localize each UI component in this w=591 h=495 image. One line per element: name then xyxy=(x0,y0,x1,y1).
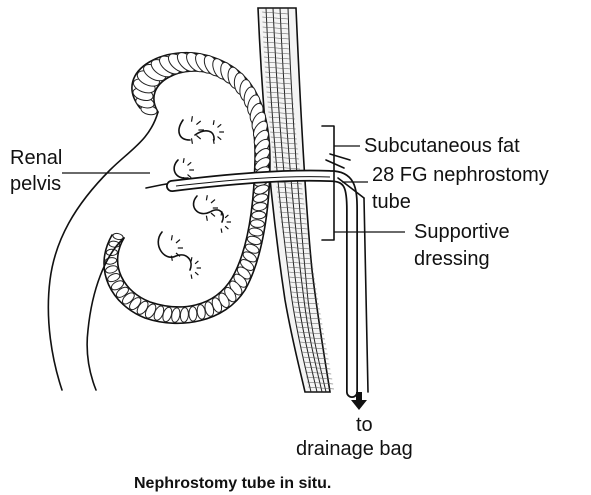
capsule-cell xyxy=(253,192,269,203)
calyx-tick xyxy=(225,226,228,229)
label-tube-line1: 28 FG nephrostomy xyxy=(372,164,549,186)
label-dressing-line2: dressing xyxy=(414,248,490,270)
calyx-tick xyxy=(188,162,192,165)
label-subcutaneous-fat: Subcutaneous fat xyxy=(364,135,520,157)
body-wall xyxy=(258,8,334,392)
calyx-tick xyxy=(176,240,180,243)
renal-pelvis xyxy=(48,112,255,390)
calyx-tick xyxy=(192,138,193,144)
calyx-tick xyxy=(183,158,184,163)
capsule-cell xyxy=(189,307,197,322)
dressing xyxy=(322,126,368,392)
calyx-tick xyxy=(192,116,193,122)
calyx-tick xyxy=(196,121,200,125)
calyx-tick xyxy=(213,139,214,144)
calyx-tick xyxy=(218,137,222,140)
calyx-tick xyxy=(191,257,192,261)
calyces xyxy=(158,116,231,279)
calyx-tick xyxy=(195,261,198,264)
calyx-tick xyxy=(221,229,222,233)
calyx-tick xyxy=(206,216,207,221)
capsule-cell xyxy=(248,227,263,237)
calyx-tick xyxy=(196,135,200,139)
calyx-tick xyxy=(221,211,222,215)
calyx-tick xyxy=(213,120,214,125)
capsule-cell xyxy=(105,264,119,274)
calyx-tick xyxy=(195,272,198,275)
calyx-tick xyxy=(218,124,222,127)
label-drain-line2: drainage bag xyxy=(296,438,413,460)
capsule-cell xyxy=(250,219,264,228)
calyx-tick xyxy=(211,213,215,216)
capsule-cell xyxy=(180,307,189,322)
calyx-tick xyxy=(171,235,172,240)
label-renal-line1: Renal xyxy=(10,147,62,169)
label-tube-line2: tube xyxy=(372,191,411,213)
label-dressing-line1: Supportive xyxy=(414,221,510,243)
label-renal-line2: pelvis xyxy=(10,173,61,195)
capsule-cell xyxy=(252,211,266,219)
label-drain-line1: to xyxy=(356,414,373,436)
capsule-cell xyxy=(170,307,181,323)
calyx-tick xyxy=(191,275,192,279)
calyx-tick xyxy=(206,195,207,200)
figure-caption: Nephrostomy tube in situ. xyxy=(134,475,331,492)
calyx-tick xyxy=(211,200,215,203)
calyx-tick xyxy=(225,215,228,218)
capsule-cell xyxy=(252,202,267,212)
